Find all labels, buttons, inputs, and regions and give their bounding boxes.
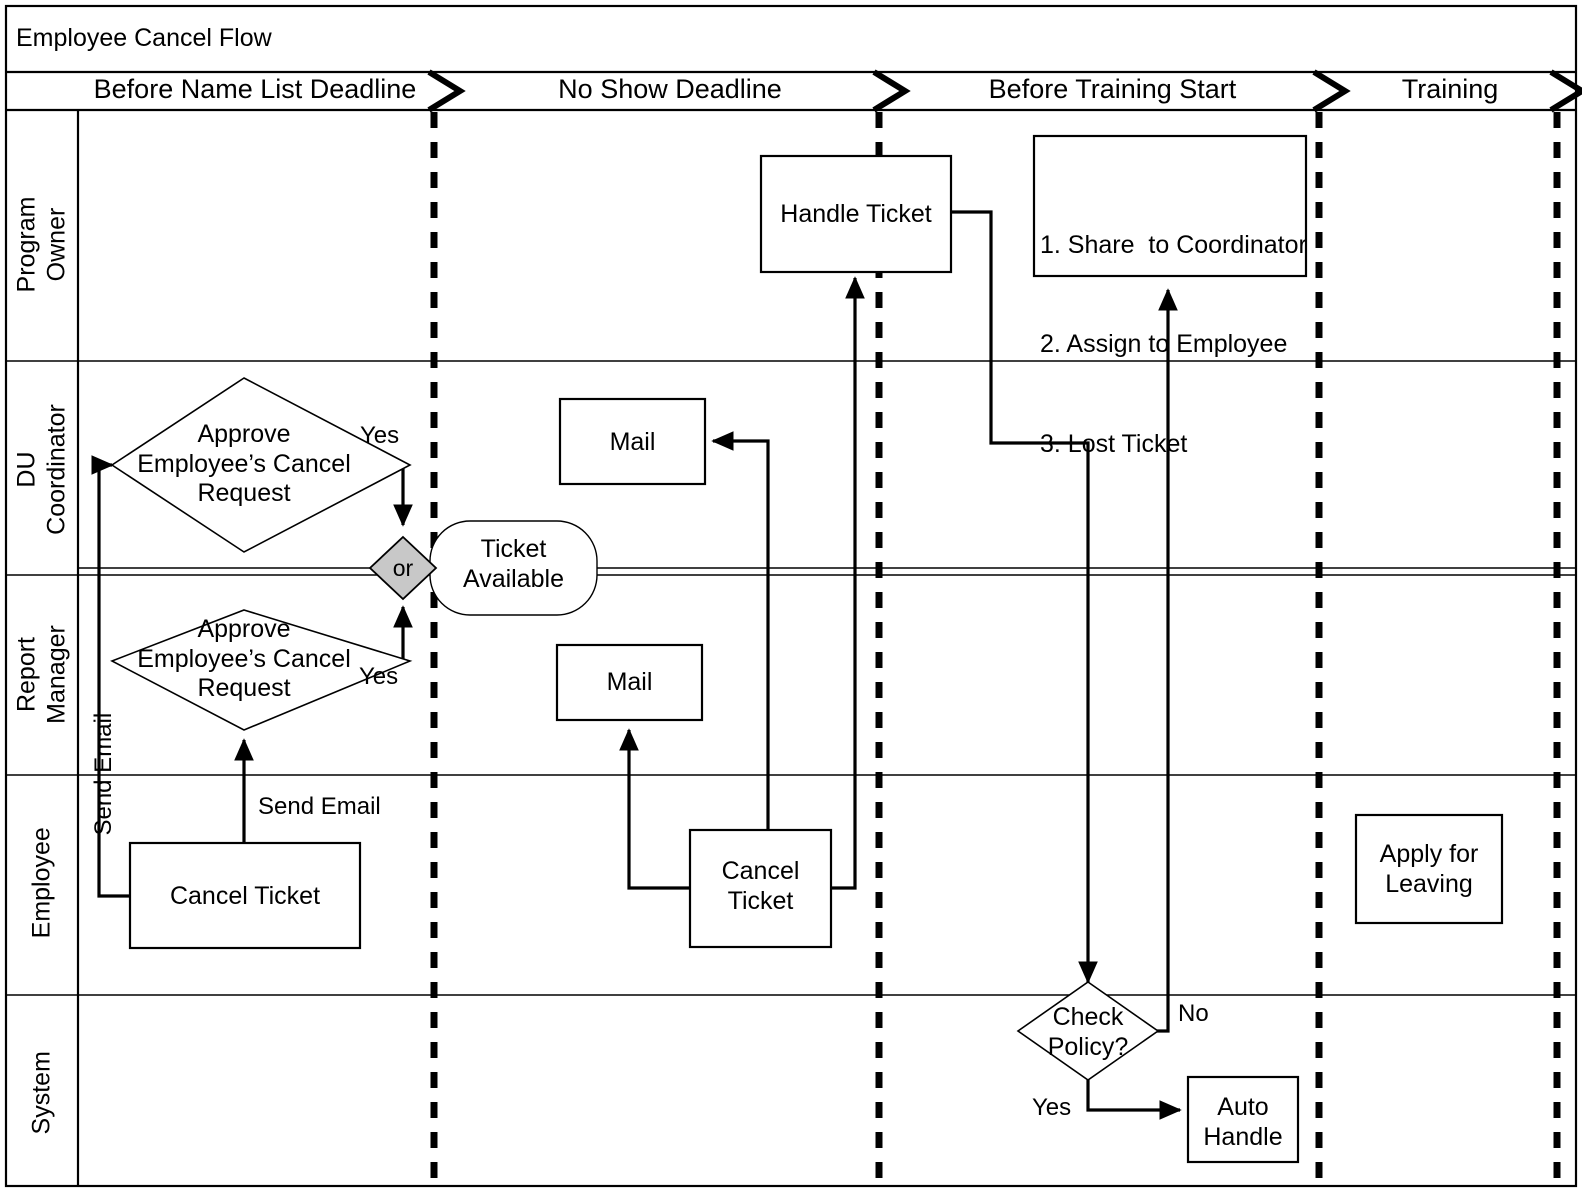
- node-cancel-ticket-early[interactable]: [128, 841, 362, 950]
- edge-cancelnoshow-to-mail-manager: [619, 728, 690, 890]
- edge-check-policy-yes-to-auto-handle: [1086, 1080, 1182, 1120]
- node-ticket-available[interactable]: [429, 520, 598, 616]
- node-cancel-ticket-noshow[interactable]: [688, 828, 833, 949]
- connectors: [78, 210, 1576, 1120]
- edge-handle-ticket-to-check-policy: [951, 210, 1098, 984]
- node-mail-du[interactable]: [558, 397, 707, 486]
- edge-check-policy-no-to-owner-actions: [1143, 288, 1178, 1033]
- node-apply-for-leaving[interactable]: [1354, 813, 1504, 925]
- node-approve-manager[interactable]: [110, 609, 413, 731]
- node-or-gateway[interactable]: [368, 535, 438, 601]
- chevron-2: [872, 69, 911, 113]
- chevron-3: [1312, 69, 1351, 113]
- node-approve-du[interactable]: [110, 377, 412, 553]
- edge-cancelnoshow-to-mail-du: [711, 431, 770, 838]
- chevron-4: [1549, 69, 1582, 113]
- edge-cancelnoshow-to-handle-ticket: [831, 276, 865, 890]
- node-mail-manager[interactable]: [555, 643, 704, 722]
- chevron-1: [427, 69, 466, 113]
- lane-separators: [6, 360, 1576, 996]
- edge-cancel-to-du-approve: [91, 455, 130, 898]
- node-handle-ticket[interactable]: [759, 154, 953, 274]
- node-check-policy[interactable]: [1016, 981, 1160, 1081]
- phase-chevrons: [427, 69, 1582, 113]
- node-auto-handle[interactable]: [1186, 1075, 1300, 1164]
- diagram-frame: [4, 4, 1578, 1188]
- node-owner-actions[interactable]: [1032, 134, 1308, 278]
